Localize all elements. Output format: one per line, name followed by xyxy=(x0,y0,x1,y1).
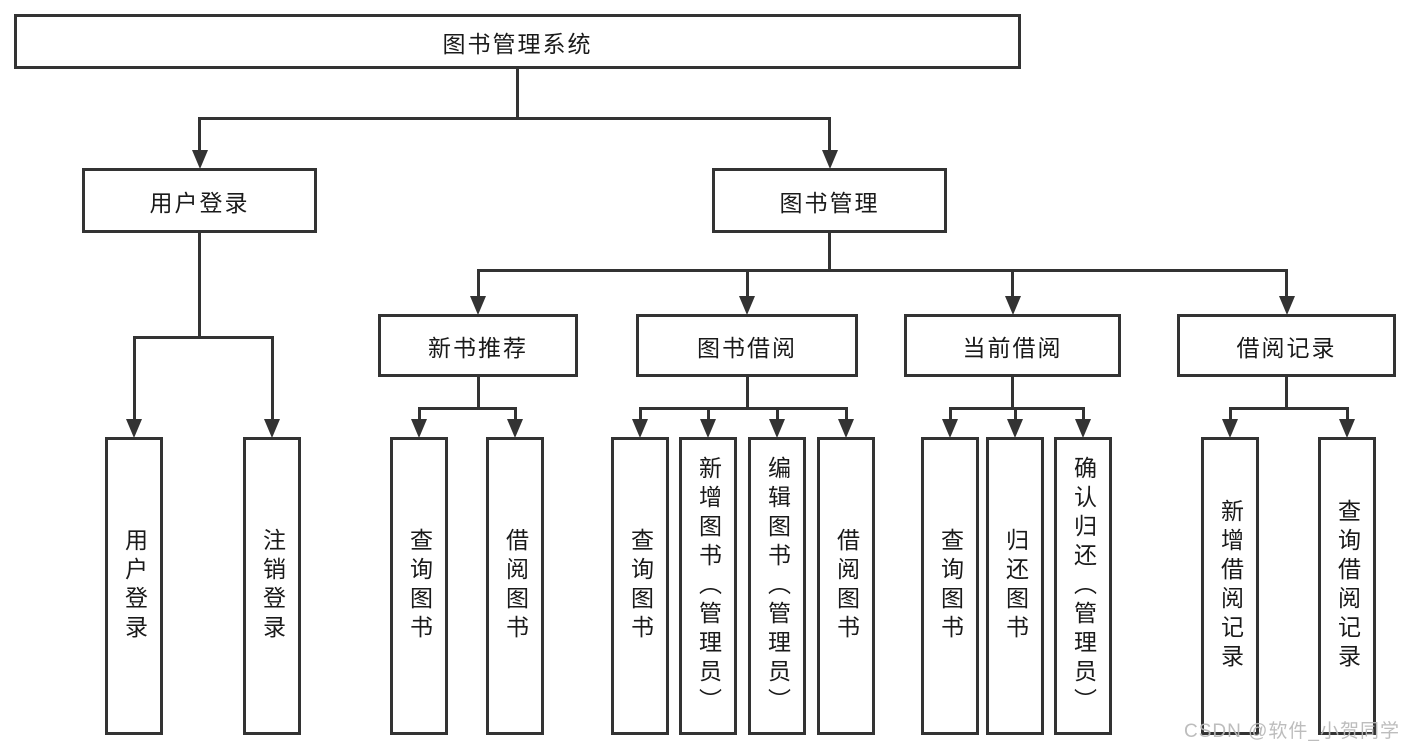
arrowhead-down-icon xyxy=(1339,419,1355,438)
connector-line xyxy=(828,118,831,152)
arrowhead-down-icon xyxy=(769,419,785,438)
arrowhead-down-icon xyxy=(838,419,854,438)
arrowhead-down-icon xyxy=(507,419,523,438)
connector-line xyxy=(1228,406,1349,410)
connector-line xyxy=(132,335,274,339)
node-label-user-login: 用户登录 xyxy=(149,189,250,216)
node-current-borrowing: 当前借阅 xyxy=(904,314,1121,377)
connector-line xyxy=(948,408,952,421)
arrowhead-down-icon xyxy=(1075,419,1091,438)
connector-line xyxy=(417,408,421,421)
watermark: CSDN @软件_小贺同学 xyxy=(1184,721,1400,742)
connector-line xyxy=(476,270,480,298)
node-leaf-edit-book: 编辑图书（管理员） xyxy=(748,437,806,735)
node-leaf-add-borrow-rec: 新增借阅记录 xyxy=(1201,437,1259,735)
arrowhead-down-icon xyxy=(126,419,142,438)
connector-line xyxy=(198,118,201,152)
connector-line xyxy=(1228,408,1232,421)
node-label-leaf-query-borrow-rec: 查询借阅记录 xyxy=(1334,499,1361,673)
node-label-new-book-recommend: 新书推荐 xyxy=(428,334,528,361)
node-leaf-borrow-book-2: 借阅图书 xyxy=(817,437,875,735)
connector-line xyxy=(198,233,201,339)
arrowhead-down-icon xyxy=(632,419,648,438)
node-label-leaf-query-book-1: 查询图书 xyxy=(406,528,433,644)
node-label-root: 图书管理系统 xyxy=(442,30,593,57)
node-label-leaf-borrow-book-1: 借阅图书 xyxy=(502,528,529,644)
arrowhead-down-icon xyxy=(411,419,427,438)
node-leaf-return-book: 归还图书 xyxy=(986,437,1044,735)
arrowhead-down-icon xyxy=(1007,419,1023,438)
connector-line xyxy=(513,408,517,421)
node-borrowing-records: 借阅记录 xyxy=(1177,314,1396,377)
node-leaf-confirm-return: 确认归还（管理员） xyxy=(1054,437,1112,735)
connector-line xyxy=(476,268,1288,272)
node-label-book-borrowing: 图书借阅 xyxy=(697,334,797,361)
node-label-leaf-borrow-book-2: 借阅图书 xyxy=(833,528,860,644)
connector-line xyxy=(132,337,136,421)
connector-line xyxy=(270,337,274,421)
arrowhead-down-icon xyxy=(1278,296,1295,315)
connector-line xyxy=(476,377,480,410)
node-label-borrowing-records: 借阅记录 xyxy=(1236,334,1337,361)
arrowhead-down-icon xyxy=(821,150,838,169)
connector-line xyxy=(1345,408,1349,421)
connector-line xyxy=(638,406,848,410)
node-leaf-query-book-1: 查询图书 xyxy=(390,437,448,735)
node-label-book-management: 图书管理 xyxy=(779,189,880,216)
node-leaf-add-book: 新增图书（管理员） xyxy=(679,437,737,735)
connector-line xyxy=(828,233,831,272)
connector-line xyxy=(745,377,749,410)
node-new-book-recommend: 新书推荐 xyxy=(378,314,578,377)
connector-line xyxy=(198,116,831,120)
arrowhead-down-icon xyxy=(942,419,958,438)
node-leaf-user-login: 用户登录 xyxy=(105,437,163,735)
connector-line xyxy=(1285,377,1288,410)
node-label-leaf-query-book-2: 查询图书 xyxy=(627,528,654,644)
node-leaf-query-book-2: 查询图书 xyxy=(611,437,669,735)
connector-line xyxy=(775,408,779,421)
connector-line xyxy=(1081,408,1085,421)
node-leaf-borrow-book-1: 借阅图书 xyxy=(486,437,544,735)
node-book-borrowing: 图书借阅 xyxy=(636,314,858,377)
connector-line xyxy=(745,270,749,298)
node-label-leaf-add-book: 新增图书（管理员） xyxy=(695,455,722,717)
node-leaf-query-borrow-rec: 查询借阅记录 xyxy=(1318,437,1376,735)
node-label-leaf-user-login: 用户登录 xyxy=(121,528,148,644)
arrowhead-down-icon xyxy=(470,296,486,315)
node-book-management: 图书管理 xyxy=(712,168,947,233)
connector-line xyxy=(1013,408,1017,421)
connector-line xyxy=(417,406,517,410)
connector-line xyxy=(706,408,710,421)
node-label-leaf-return-book: 归还图书 xyxy=(1002,528,1029,644)
arrowhead-down-icon xyxy=(264,419,280,438)
arrowhead-down-icon xyxy=(739,296,755,315)
node-label-leaf-edit-book: 编辑图书（管理员） xyxy=(764,455,791,717)
arrowhead-down-icon xyxy=(700,419,716,438)
arrowhead-down-icon xyxy=(1222,419,1238,438)
node-user-login: 用户登录 xyxy=(82,168,317,233)
node-label-leaf-query-book-3: 查询图书 xyxy=(937,528,964,644)
connector-line xyxy=(1011,377,1014,410)
connector-line xyxy=(638,408,642,421)
node-label-leaf-confirm-return: 确认归还（管理员） xyxy=(1070,455,1097,717)
connector-line xyxy=(516,69,519,120)
connector-line xyxy=(844,408,848,421)
node-leaf-logout: 注销登录 xyxy=(243,437,301,735)
connector-line xyxy=(948,406,1085,410)
node-label-leaf-logout: 注销登录 xyxy=(259,528,286,644)
connector-line xyxy=(1285,270,1288,298)
arrowhead-down-icon xyxy=(1004,296,1021,315)
arrowhead-down-icon xyxy=(191,150,208,169)
node-leaf-query-book-3: 查询图书 xyxy=(921,437,979,735)
connector-line xyxy=(1011,270,1014,298)
node-root: 图书管理系统 xyxy=(14,14,1021,69)
node-label-current-borrowing: 当前借阅 xyxy=(962,334,1063,361)
node-label-leaf-add-borrow-rec: 新增借阅记录 xyxy=(1217,499,1244,673)
